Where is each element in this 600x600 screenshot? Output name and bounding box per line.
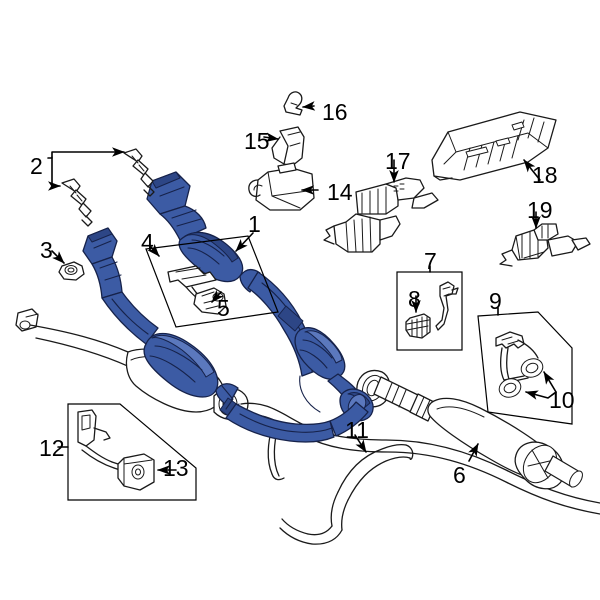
catalytic-converter-y-pipe-highlighted: [82, 171, 374, 443]
center-tunnel-heat-shield-part18: [431, 111, 557, 181]
heat-shield-part15: [263, 126, 305, 167]
callout-8-insulator[interactable]: 8: [408, 286, 421, 312]
callout-6-muffler[interactable]: 6: [453, 462, 466, 488]
callout-19-heat-shield-rear[interactable]: 19: [527, 197, 553, 223]
front-heat-shield-part17: [323, 159, 439, 253]
callout-2-oxygen-sensors[interactable]: 2: [30, 153, 43, 179]
inset-box-7-hanger: [396, 265, 463, 351]
tail-pipe-part11: [279, 443, 414, 545]
oxygen-sensors-part2: [47, 147, 155, 227]
inset-box-9-hanger-assembly: [477, 307, 573, 425]
callout-16-bracket-small[interactable]: 16: [322, 99, 348, 125]
muffler-part6: [356, 369, 583, 490]
callout-10-isolator[interactable]: 10: [549, 387, 575, 413]
gasket-part3: [51, 250, 85, 281]
callout-17-heat-shield-front[interactable]: 17: [385, 148, 411, 174]
callout-4-bracket-kit[interactable]: 4: [141, 229, 154, 255]
callout-leader-lines: [147, 232, 479, 462]
clip-part16: [283, 91, 316, 116]
callout-15-heat-shield-small[interactable]: 15: [244, 128, 270, 154]
callout-9-hanger-assembly[interactable]: 9: [489, 288, 502, 314]
callout-1-catalytic-converter-assembly[interactable]: 1: [248, 211, 261, 237]
callout-18-heat-shield-long[interactable]: 18: [532, 162, 558, 188]
callout-14-resonator-shield[interactable]: 14: [327, 179, 353, 205]
inset-box-12-hanger-bracket: [57, 403, 197, 501]
callout-5-clamp[interactable]: 5: [217, 295, 230, 321]
callout-11-tail-pipe[interactable]: 11: [345, 417, 369, 443]
converter-heat-shield-part14: [248, 162, 319, 211]
callout-7-hanger-kit[interactable]: 7: [424, 248, 437, 274]
rear-heat-shield-part19: [499, 211, 591, 267]
callout-3-gasket[interactable]: 3: [40, 237, 53, 263]
callout-12-hanger-bracket-kit[interactable]: 12: [39, 435, 65, 461]
callout-13-insulator-block[interactable]: 13: [163, 455, 189, 481]
